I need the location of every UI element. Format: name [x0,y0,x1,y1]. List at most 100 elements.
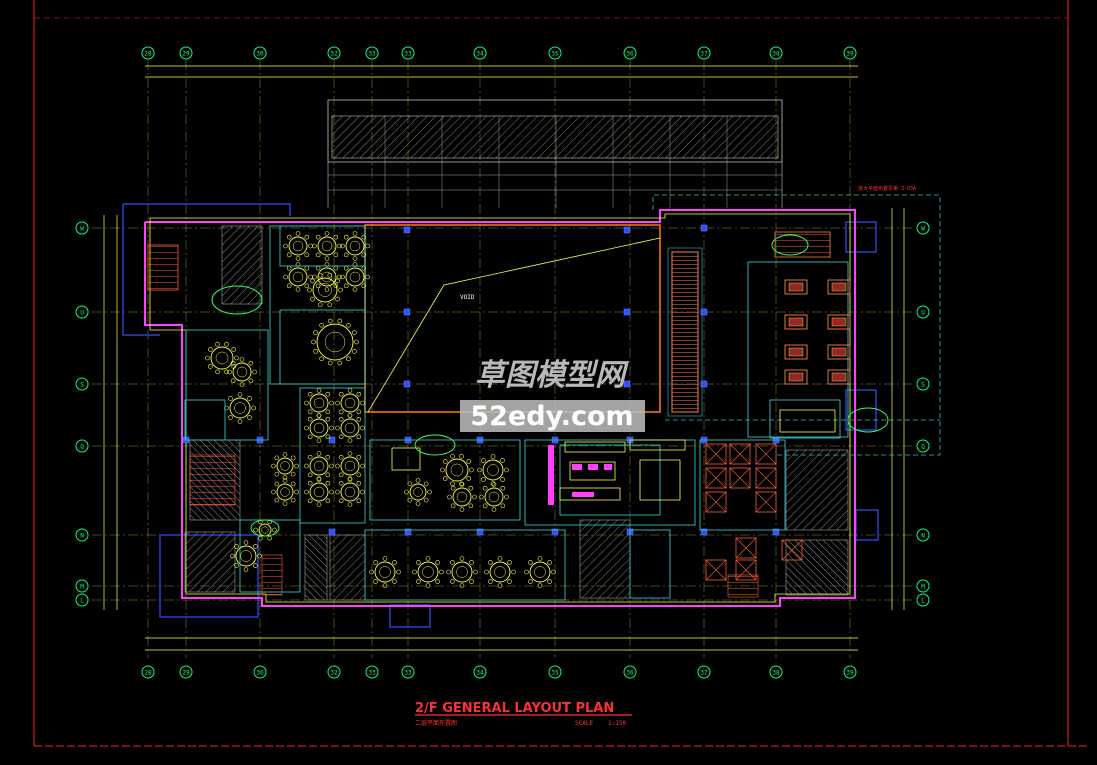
svg-text:39: 39 [846,51,854,58]
grid-bubble-left: Q [75,439,89,453]
grid-bubble-top: 30 [253,46,267,60]
hatched-zones [184,225,849,601]
svg-text:L: L [921,598,925,605]
grid-bubble-top: 33 [365,46,379,60]
round-table [271,452,299,480]
round-table [446,556,478,588]
booth [784,279,808,295]
column [623,226,631,234]
skylight-structure [327,99,783,208]
round-table [253,519,277,541]
grid-bubbles-right: W U S Q N ML [916,221,930,607]
svg-text:U: U [80,310,84,317]
round-table [412,556,444,588]
svg-text:29: 29 [182,51,190,58]
watermark-line1: 草图模型网 [475,358,629,393]
round-table [227,357,257,387]
booth [827,314,851,330]
elevator-car [705,491,727,513]
elevator-car [755,467,777,489]
booth-seating [784,279,851,385]
grid-bubble-top: 38 [769,46,783,60]
grid-bubble-left: U [75,305,89,319]
svg-text:33: 33 [368,51,376,58]
svg-text:30: 30 [256,51,264,58]
column [476,528,484,536]
column [623,380,631,388]
booth [827,369,851,385]
grid-bubble-left: W [75,221,89,235]
elevator-car [735,537,757,559]
svg-text:37: 37 [700,670,708,677]
grid-bubble-right: Q [916,439,930,453]
svg-text:M: M [921,584,925,591]
round-table [312,262,342,292]
grid-bubble-bottom: 35 [548,665,562,679]
svg-text:S: S [921,382,925,389]
dimension-lines [103,65,905,651]
booth [784,314,808,330]
column [328,528,336,536]
column [623,308,631,316]
svg-text:U: U [921,310,925,317]
drawing-title: 2/F GENERAL LAYOUT PLAN [415,701,614,716]
svg-text:28: 28 [144,51,152,58]
round-table [447,482,477,512]
svg-text:35: 35 [551,51,559,58]
terrace-outline [652,194,941,456]
grid-bubble-right: W [916,221,930,235]
building-walls [144,209,856,607]
grid-bubble-right: S [916,377,930,391]
column [700,308,708,316]
grid-bubble-right: L [916,593,930,607]
svg-text:33: 33 [404,670,412,677]
svg-text:34: 34 [476,670,484,677]
void-label: VOID [460,294,475,301]
svg-text:32: 32 [330,670,338,677]
column [328,436,336,444]
escalator [667,247,703,417]
round-table [369,556,401,588]
grid-bubble-left: M [75,579,89,593]
grid-bubble-left: L [75,593,89,607]
grid-bubble-top: 39 [843,46,857,60]
elevator-car [705,443,727,465]
grid-bubble-bottom: 33 [365,665,379,679]
svg-text:38: 38 [772,51,780,58]
grid-bubble-bottom: 29 [179,665,193,679]
grid-bubble-bottom: 38 [769,665,783,679]
kitchen-equipment [548,445,612,505]
svg-text:Q: Q [80,444,84,451]
column [700,380,708,388]
booth [827,344,851,360]
scale-label: SCALE [575,720,593,727]
grid-bubble-top: 28 [141,46,155,60]
elevator-car [755,491,777,513]
svg-text:33: 33 [368,670,376,677]
dining-tables [205,231,556,588]
svg-text:29: 29 [182,670,190,677]
round-table [283,231,313,261]
stair-right [727,231,831,598]
svg-text:Q: Q [921,444,925,451]
round-table [312,231,342,261]
round-table [524,556,556,588]
enlarged-plan-note: 放大平面布置见第 3-03A [858,185,916,192]
elevator-car [729,467,751,489]
grid-bubble-top: 35 [548,46,562,60]
grid-bubble-bottom: 33 [401,665,415,679]
round-table [404,478,432,506]
elevator-car [705,559,727,581]
grid-bubble-top: 36 [623,46,637,60]
elevator-car [781,539,803,561]
column [700,528,708,536]
grid-bubble-right: N [916,528,930,542]
svg-text:33: 33 [404,51,412,58]
round-table [335,451,365,481]
svg-text:N: N [80,533,84,540]
svg-text:39: 39 [846,670,854,677]
elevator-car [735,559,757,581]
